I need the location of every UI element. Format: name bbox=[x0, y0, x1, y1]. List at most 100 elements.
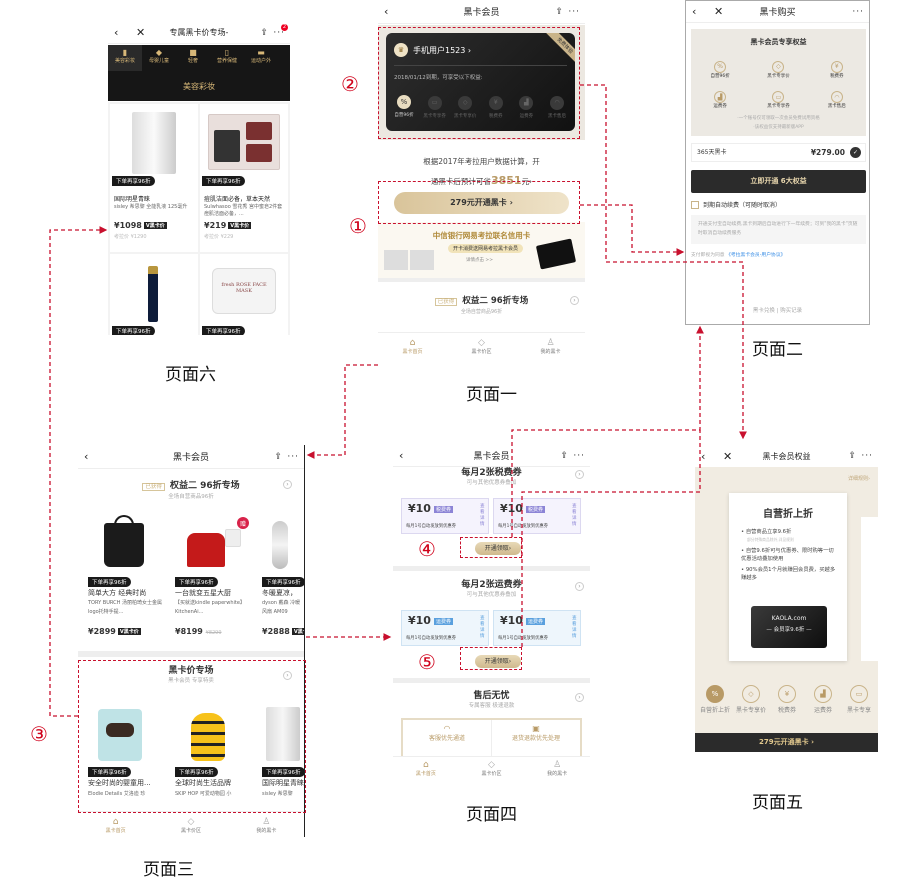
user-icon: ♙ bbox=[546, 338, 555, 348]
category-tab[interactable]: ▬运动户外 bbox=[244, 45, 278, 71]
chevron-right-icon[interactable]: › bbox=[575, 470, 584, 479]
section-header[interactable]: 已获得 权益二 96折专场 全场自营商品96折 bbox=[78, 473, 304, 500]
category-tab[interactable]: ■轻奢 bbox=[176, 45, 210, 71]
product-card[interactable]: 下单再享96折 bbox=[110, 254, 198, 335]
back-icon[interactable]: ‹ bbox=[84, 450, 89, 463]
tax-coupon[interactable]: ¥10 税费券 每月1号自动发放到优惠券 查看详情 bbox=[401, 498, 489, 534]
user-icon: ♙ bbox=[262, 817, 271, 827]
benefit-shipping[interactable]: ▟运费券 bbox=[512, 89, 540, 119]
view-detail-link[interactable]: 查看详情 bbox=[480, 504, 485, 527]
chevron-right-icon[interactable]: › bbox=[575, 582, 584, 591]
share-icon[interactable]: ⇪ bbox=[274, 451, 282, 462]
next-benefit-card[interactable] bbox=[861, 517, 878, 661]
tab-home[interactable]: ⌂黑卡首页 bbox=[402, 338, 423, 355]
product-card[interactable]: 下单再享96折 安全时尚的婴童用... Elodie Details 艾洛迪 珍 bbox=[88, 705, 170, 815]
more-icon[interactable]: ··· bbox=[852, 6, 864, 17]
more-icon[interactable]: ··· bbox=[861, 451, 873, 461]
chevron-right-icon[interactable]: › bbox=[283, 480, 292, 489]
more-icon[interactable]: ··· bbox=[287, 451, 299, 462]
more-icon[interactable]: ··· bbox=[573, 450, 585, 461]
product-card[interactable]: fresh ROSE FACE MASK 下单再享96折 bbox=[200, 254, 288, 335]
agreement-line: 支付即视为同意 《考拉黑卡会员-用户协议》 bbox=[691, 253, 786, 258]
claim-tax-button[interactable]: 开通领取› bbox=[475, 542, 521, 555]
product-card[interactable]: 下单再享96折 简单大方 经典时尚 TORY BURCH 汤丽柏琦女士金属log… bbox=[88, 515, 170, 645]
share-icon[interactable]: ⇪ bbox=[560, 450, 568, 461]
chevron-right-icon[interactable]: › bbox=[283, 671, 292, 680]
rules-link[interactable]: 详细规则› bbox=[848, 476, 870, 482]
icon-tab[interactable]: ▟运费券 bbox=[806, 681, 840, 714]
back-icon[interactable]: ‹ bbox=[692, 5, 697, 18]
tab-price[interactable]: ◇黑卡价区 bbox=[180, 817, 201, 834]
tab-home[interactable]: ⌂黑卡首页 bbox=[415, 760, 436, 777]
page-title: 黑卡会员 bbox=[473, 452, 510, 462]
open-card-bar[interactable]: 279元开通黑卡 › bbox=[695, 733, 878, 752]
close-icon[interactable]: ✕ bbox=[714, 5, 724, 18]
section-header[interactable]: 已获得 权益二 96折专场 全场自营商品96折 bbox=[378, 288, 585, 315]
tab-mine[interactable]: ♙我的黑卡 bbox=[547, 760, 568, 777]
share-icon[interactable]: ⇪ bbox=[848, 451, 856, 461]
icon-tab[interactable]: ◇黑卡专享价 bbox=[734, 681, 768, 714]
product-card[interactable]: 赠 下单再享96折 一台就变五星大厨 【买就送kindle paperwhite… bbox=[175, 515, 257, 645]
chevron-right-icon[interactable]: › bbox=[570, 296, 579, 305]
category-tab[interactable]: ▯营养保健 bbox=[210, 45, 244, 71]
more-icon[interactable]: ··· bbox=[568, 6, 580, 17]
benefit-coupon[interactable]: ▭黑卡专享券 bbox=[421, 89, 449, 119]
product-card[interactable]: 下单再享96折 全球时尚生活品牌 SKIP HOP 可爱动物园 小 bbox=[175, 705, 257, 815]
benefit-service[interactable]: ◠黑卡售后 bbox=[543, 89, 571, 119]
benefit-discount[interactable]: %自营96折 bbox=[390, 89, 418, 119]
tab-mine[interactable]: ♙我的黑卡 bbox=[256, 817, 277, 834]
product-card[interactable]: 下单再享96折 国际明星青睐 sisley 希思黎 bbox=[262, 705, 304, 815]
share-icon[interactable]: ⇪ bbox=[260, 27, 268, 38]
close-icon[interactable]: ✕ bbox=[136, 26, 146, 39]
tab-price[interactable]: ◇黑卡价区 bbox=[471, 338, 492, 355]
product-card[interactable]: 下单再享96折 痘肌洁面必备，草本天然 Sulwhasoo 雪花秀 宫中蜜皂2件… bbox=[200, 104, 288, 252]
icon-tab[interactable]: ¥税费券 bbox=[770, 681, 804, 714]
shoe-icon: ▬ bbox=[257, 48, 265, 57]
product-desc: sisley 希思黎 全能乳液 125毫升 bbox=[114, 204, 188, 210]
tax-coupon[interactable]: ¥10 税费券 每月1号自动发放到优惠券 查看详情 bbox=[493, 498, 581, 534]
buy-now-button[interactable]: 立即开通 6大权益 bbox=[691, 170, 866, 193]
benefit-card[interactable]: 自营折上折 • 自营商品立享9.6折 部分特殊商品除外,详见规则 • 自营9.6… bbox=[729, 493, 847, 661]
category-tab[interactable]: ◆母婴儿童 bbox=[142, 45, 176, 71]
credit-card-banner[interactable]: 中信银行网易考拉联名信用卡 开卡消费送网易考拉黑卡会员 详情点击 >> bbox=[378, 222, 585, 278]
icon-tab[interactable]: ▭黑卡专享 bbox=[842, 681, 876, 714]
footer-links[interactable]: 黑卡兑换 | 购买记录 bbox=[752, 308, 803, 314]
claim-shipping-button[interactable]: 开通领取› bbox=[475, 655, 521, 668]
back-icon[interactable]: ‹ bbox=[384, 5, 389, 18]
card-images bbox=[384, 250, 434, 270]
shipping-coupon[interactable]: ¥10 运费券 每月1号自动发放到优惠券 查看详情 bbox=[493, 610, 581, 646]
plan-option[interactable]: 365天黑卡 ¥279.00 ✓ bbox=[691, 143, 866, 162]
tab-price[interactable]: ◇黑卡价区 bbox=[481, 760, 502, 777]
view-detail-link[interactable]: 查看详情 bbox=[480, 616, 485, 639]
close-icon[interactable]: ✕ bbox=[723, 449, 733, 463]
auto-renew-checkbox[interactable]: 到期自动续费（可随时取消） bbox=[691, 200, 781, 209]
view-detail-link[interactable]: 查看详情 bbox=[572, 616, 577, 639]
discount-tag: 下单再享96折 bbox=[202, 326, 245, 335]
view-detail-link[interactable]: 查看详情 bbox=[572, 504, 577, 527]
open-card-button[interactable]: 279元开通黑卡 › bbox=[394, 192, 569, 214]
arrow-card-to-page2 bbox=[580, 84, 747, 440]
caption-page3: 页面三 bbox=[143, 860, 194, 880]
tab-home[interactable]: ⌂黑卡首页 bbox=[105, 817, 126, 834]
agreement-link[interactable]: 《考拉黑卡会员-用户协议》 bbox=[726, 253, 786, 258]
tab-mine[interactable]: ♙我的黑卡 bbox=[540, 338, 561, 355]
back-icon[interactable]: ‹ bbox=[399, 449, 404, 462]
banner-link[interactable]: 详情点击 >> bbox=[466, 258, 493, 263]
product-image bbox=[266, 707, 300, 761]
section2-header[interactable]: 黑卡价专场 黑卡会员 专享特卖 bbox=[78, 663, 304, 684]
share-icon[interactable]: ⇪ bbox=[555, 6, 563, 17]
product-card[interactable]: 下单再享96折 国际明星青睐 sisley 希思黎 全能乳液 125毫升 ¥10… bbox=[110, 104, 198, 252]
benefit-price[interactable]: ◇黑卡专享价 bbox=[451, 89, 479, 119]
member-card[interactable]: ♛ 手机用户1523 › 免费体验 2018/01/12到期，可享受以下权益: … bbox=[386, 33, 575, 131]
back-icon[interactable]: ‹ bbox=[701, 449, 706, 463]
icon-tab[interactable]: %自营折上折 bbox=[698, 681, 732, 714]
shipping-coupon[interactable]: ¥10 运费券 每月1号自动发放到优惠券 查看详情 bbox=[401, 610, 489, 646]
chevron-right-icon[interactable]: › bbox=[575, 693, 584, 702]
back-icon[interactable]: ‹ bbox=[114, 26, 119, 39]
more-icon[interactable]: ··· bbox=[273, 27, 285, 38]
user-name[interactable]: 手机用户1523 › bbox=[413, 46, 472, 55]
benefit-tax[interactable]: ¥税费券 bbox=[482, 89, 510, 119]
category-tab[interactable]: ▮美容彩妆 bbox=[108, 45, 142, 71]
